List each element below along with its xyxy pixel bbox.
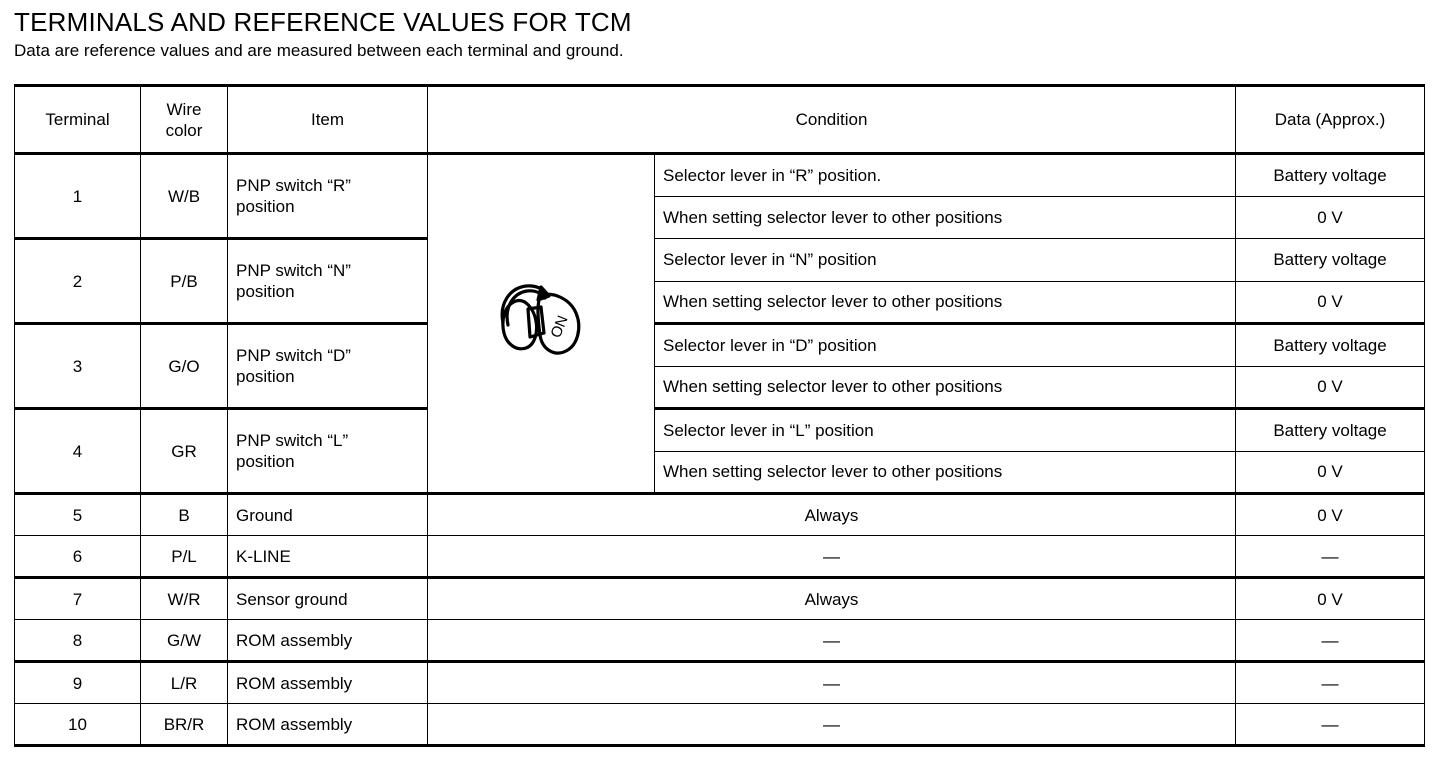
cell-item-line2: position <box>236 452 295 471</box>
cell-wire-color: P/L <box>140 535 228 578</box>
table-row: When setting selector lever to other pos… <box>15 195 1426 239</box>
cell-item: PNP switch “D” position <box>227 322 428 409</box>
cell-condition: — <box>426 535 1237 578</box>
cell-condition: Always <box>426 492 1237 536</box>
cell-data: — <box>1235 703 1426 747</box>
header-data: Data (Approx.) <box>1235 84 1426 155</box>
cell-condition: Selector lever in “N” position <box>653 238 1237 282</box>
table-row: 8 G/W ROM assembly — — <box>14 619 1426 662</box>
cell-item: PNP switch “L” position <box>227 407 428 494</box>
cell-condition: Selector lever in “L” position <box>653 407 1237 452</box>
ignition-on-label: ON <box>547 313 571 340</box>
cell-data: 0 V <box>1235 576 1426 620</box>
cell-data: — <box>1235 660 1426 704</box>
cell-item-line1: PNP switch “L” <box>236 431 349 450</box>
ignition-key-on-icon: ON <box>486 271 596 371</box>
cell-item-line1: PNP switch “D” <box>236 346 351 365</box>
cell-item: ROM assembly <box>227 703 428 747</box>
page-title: TERMINALS AND REFERENCE VALUES FOR TCM <box>14 7 632 37</box>
table-row: 2 P/B PNP switch “N” position Selector l… <box>14 237 1426 324</box>
cell-terminal: 2 <box>14 237 141 324</box>
table-row: 5 B Ground Always 0 V <box>14 492 1426 536</box>
cell-item-line1: PNP switch “N” <box>236 261 351 280</box>
terminals-table-wrapper: Terminal Wire color Item Condition Data … <box>14 84 1426 747</box>
cell-item-line2: position <box>236 282 295 301</box>
cell-wire-color: GR <box>140 407 228 494</box>
cell-condition: Selector lever in “R” position. <box>653 153 1237 197</box>
cell-data: Battery voltage <box>1235 153 1426 197</box>
cell-terminal: 1 <box>14 153 141 239</box>
table-row: 4 GR PNP switch “L” position Selector le… <box>14 407 1426 494</box>
table-row: When setting selector lever to other pos… <box>15 280 1426 324</box>
cell-wire-color: G/W <box>140 619 228 662</box>
cell-data: — <box>1235 535 1426 578</box>
cell-terminal: 5 <box>14 492 141 536</box>
cell-terminal: 9 <box>14 660 141 704</box>
cell-terminal: 10 <box>14 703 141 747</box>
cell-data: — <box>1235 619 1426 662</box>
cell-item: ROM assembly <box>227 619 428 662</box>
cell-condition: When setting selector lever to other pos… <box>653 450 1237 494</box>
header-wire-color-line2: color <box>165 120 203 140</box>
cell-data: 0 V <box>1235 195 1426 239</box>
table-row: 1 W/B PNP switch “R” position <box>14 153 1426 494</box>
cell-item: Ground <box>227 492 428 536</box>
cell-wire-color: G/O <box>140 322 228 409</box>
cell-wire-color: W/R <box>140 576 228 620</box>
table-row: When setting selector lever to other pos… <box>15 450 1426 494</box>
cell-condition: — <box>426 619 1237 662</box>
cell-condition: When setting selector lever to other pos… <box>653 365 1237 409</box>
header-condition: Condition <box>426 84 1237 155</box>
table-row: 3 G/O PNP switch “D” position Selector l… <box>14 322 1426 409</box>
cell-condition: Always <box>426 576 1237 620</box>
cell-item: K-LINE <box>227 535 428 578</box>
table-row: 10 BR/R ROM assembly — — <box>14 703 1426 747</box>
cell-terminal: 7 <box>14 576 141 620</box>
cell-data: 0 V <box>1235 450 1426 494</box>
cell-data: Battery voltage <box>1235 407 1426 452</box>
cell-item-line2: position <box>236 197 295 216</box>
cell-wire-color: W/B <box>140 153 228 239</box>
header-wire-color: Wire color <box>140 84 228 155</box>
cell-terminal: 3 <box>14 322 141 409</box>
table-body: 1 W/B PNP switch “R” position <box>14 153 1426 747</box>
cell-item-line2: position <box>236 367 295 386</box>
cell-item: PNP switch “N” position <box>227 237 428 324</box>
cell-wire-color: BR/R <box>140 703 228 747</box>
header-wire-color-line1: Wire <box>166 99 202 119</box>
cell-wire-color: P/B <box>140 237 228 324</box>
page-subtitle: Data are reference values and are measur… <box>14 41 624 60</box>
table-header: Terminal Wire color Item Condition Data … <box>14 84 1426 155</box>
cell-data: Battery voltage <box>1235 322 1426 367</box>
cell-terminal: 4 <box>14 407 141 494</box>
table-row: When setting selector lever to other pos… <box>15 365 1426 409</box>
ignition-key-on-icon-cell: ON <box>427 153 655 494</box>
cell-terminal: 8 <box>14 619 141 662</box>
cell-data: 0 V <box>1235 365 1426 409</box>
cell-condition: When setting selector lever to other pos… <box>653 280 1237 324</box>
cell-condition: When setting selector lever to other pos… <box>653 195 1237 239</box>
cell-data: 0 V <box>1235 280 1426 324</box>
header-terminal: Terminal <box>14 84 141 155</box>
cell-item: ROM assembly <box>227 660 428 704</box>
table-row: 7 W/R Sensor ground Always 0 V <box>14 576 1426 620</box>
table-row: 6 P/L K-LINE — — <box>14 535 1426 578</box>
cell-condition: — <box>426 703 1237 747</box>
cell-data: Battery voltage <box>1235 238 1426 282</box>
cell-item: PNP switch “R” position <box>227 153 428 239</box>
header-row: Terminal Wire color Item Condition Data … <box>14 84 1426 155</box>
document-page: TERMINALS AND REFERENCE VALUES FOR TCM D… <box>0 6 1456 770</box>
header-item: Item <box>227 84 428 155</box>
cell-condition: — <box>426 660 1237 704</box>
cell-condition: Selector lever in “D” position <box>653 322 1237 367</box>
cell-data: 0 V <box>1235 492 1426 536</box>
cell-wire-color: L/R <box>140 660 228 704</box>
cell-terminal: 6 <box>14 535 141 578</box>
cell-wire-color: B <box>140 492 228 536</box>
terminals-reference-table: Terminal Wire color Item Condition Data … <box>14 84 1426 747</box>
table-row: 9 L/R ROM assembly — — <box>14 660 1426 704</box>
cell-item-line1: PNP switch “R” <box>236 176 351 195</box>
cell-item: Sensor ground <box>227 576 428 620</box>
